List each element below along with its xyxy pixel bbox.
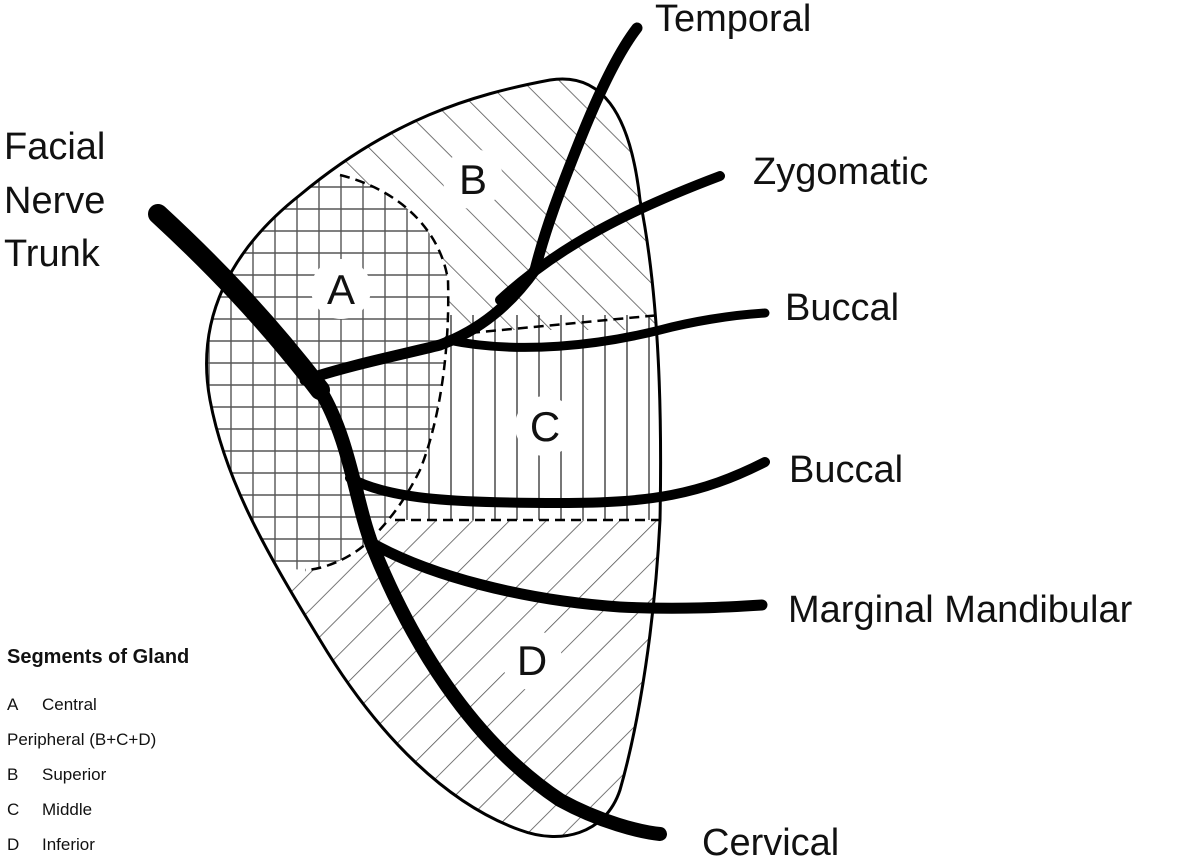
segment-a-badge bbox=[311, 259, 371, 319]
label-marginal-mandibular: Marginal Mandibular bbox=[788, 589, 1133, 631]
segment-b-label: B bbox=[459, 156, 487, 203]
label-temporal: Temporal bbox=[655, 0, 811, 40]
nerve-trunk bbox=[148, 204, 330, 400]
legend-item-b-name: Superior bbox=[42, 765, 107, 784]
label-zygomatic: Zygomatic bbox=[753, 151, 928, 193]
legend: Segments of Gland A Central Peripheral (… bbox=[7, 646, 189, 854]
nerve-zygomatic-branch bbox=[495, 171, 725, 305]
label-facial-nerve-trunk-line3: Trunk bbox=[4, 233, 101, 275]
label-facial-nerve-trunk-line1: Facial bbox=[4, 126, 105, 168]
segment-c-label: C bbox=[530, 403, 560, 450]
legend-item-a-name: Central bbox=[42, 695, 97, 714]
label-facial-nerve-trunk-line2: Nerve bbox=[4, 180, 105, 222]
legend-item-b-letter: B bbox=[7, 765, 18, 784]
legend-item-d-name: Inferior bbox=[42, 835, 95, 854]
segment-b-badge bbox=[443, 149, 503, 209]
nerve-marginal-mandibular-branch bbox=[369, 539, 768, 614]
legend-item-c-name: Middle bbox=[42, 800, 92, 819]
segment-a-boundary bbox=[304, 173, 450, 572]
label-cervical: Cervical bbox=[702, 822, 839, 861]
segment-a-label: A bbox=[327, 266, 355, 313]
nerve-buccal-lower-branch bbox=[345, 457, 770, 508]
segment-d-badge bbox=[502, 630, 562, 690]
legend-item-c-letter: C bbox=[7, 800, 19, 819]
segment-d-label: D bbox=[517, 637, 547, 684]
gland-outline bbox=[205, 77, 663, 838]
label-buccal-lower: Buccal bbox=[789, 449, 903, 491]
nerve-buccal-upper-branch bbox=[443, 308, 770, 352]
label-buccal-upper: Buccal bbox=[785, 287, 899, 329]
legend-item-a-letter: A bbox=[7, 695, 19, 714]
segment-c-badge bbox=[515, 396, 575, 456]
legend-title: Segments of Gland bbox=[7, 646, 189, 668]
legend-item-d-letter: D bbox=[7, 835, 19, 854]
legend-item-peripheral: Peripheral (B+C+D) bbox=[7, 730, 156, 749]
